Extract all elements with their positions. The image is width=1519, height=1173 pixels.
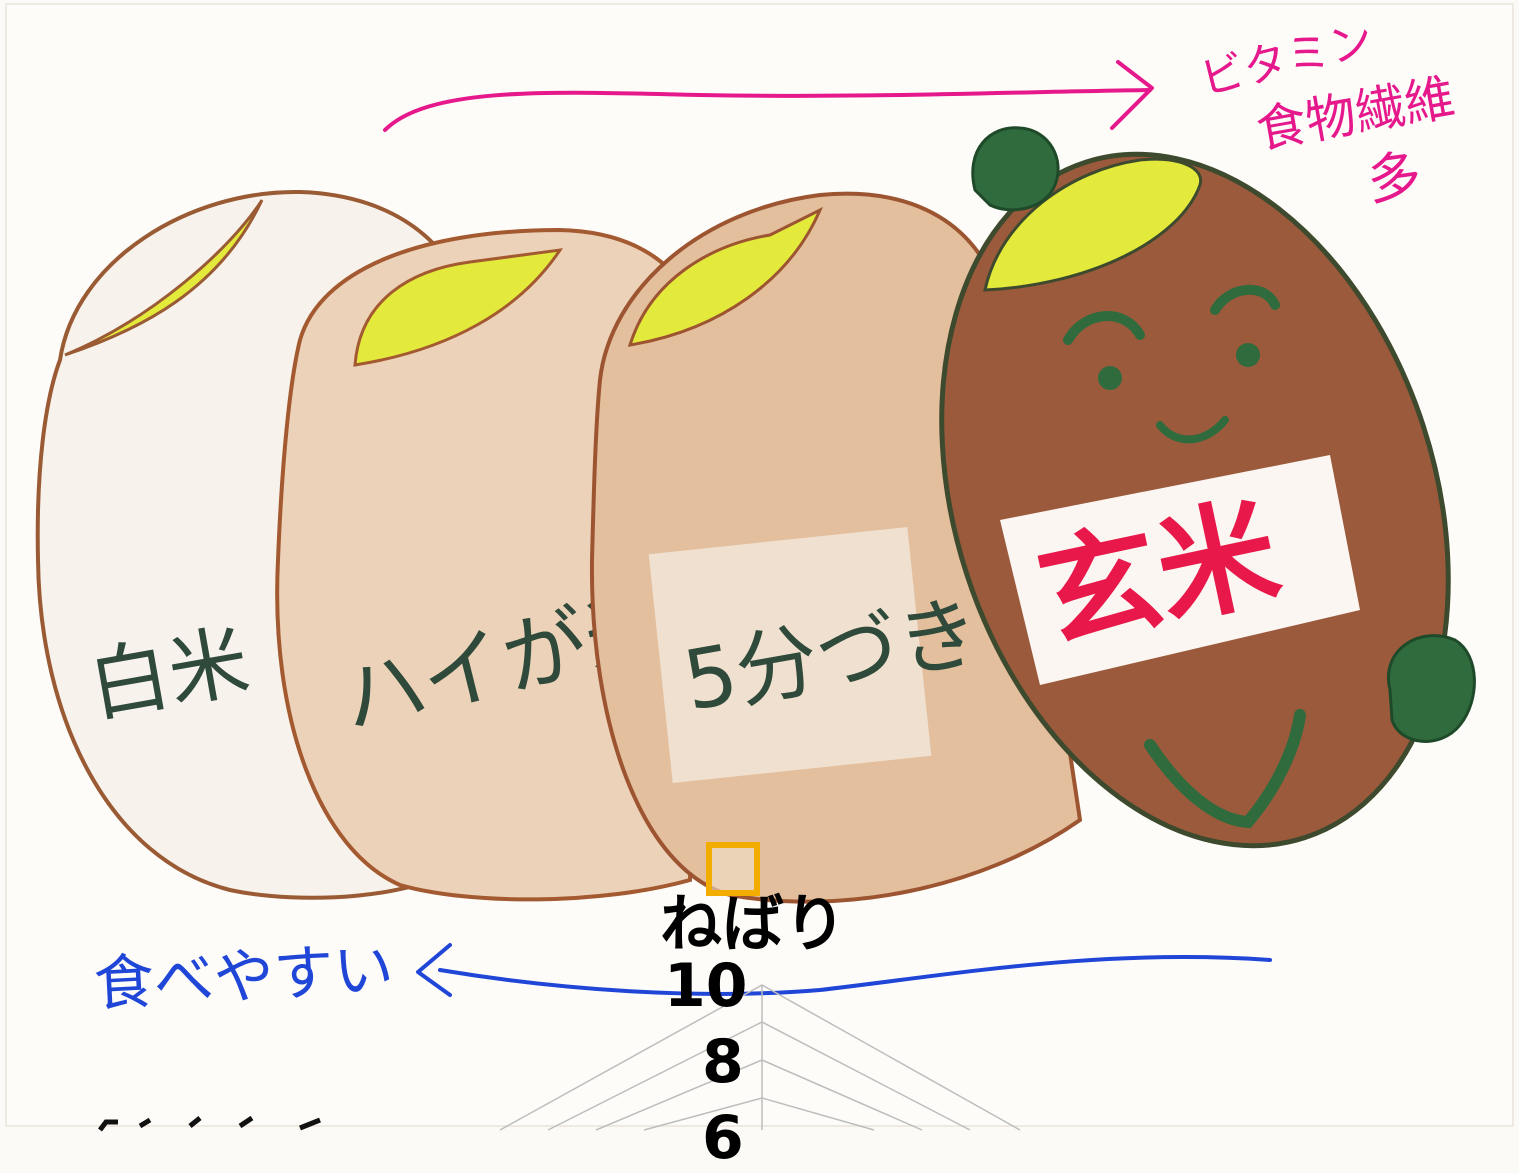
radar-axis-title: ねばり	[660, 887, 847, 960]
illustration-stage: ビタミン 食物繊維 多 白米 ハイが米 5分づき	[5, 3, 1514, 1168]
radar-tick-8: 8	[702, 1027, 744, 1097]
rice-illustration: ビタミン 食物繊維 多 白米 ハイが米 5分づき	[5, 3, 1514, 1132]
clipped-text-fragment	[98, 1115, 321, 1132]
grain-genmai: 玄米	[939, 126, 1476, 849]
radar-tick-6: 6	[702, 1103, 744, 1173]
smiley-face	[1063, 284, 1306, 829]
radar-grid-fragment	[499, 984, 1021, 1131]
leaf-icon	[971, 126, 1060, 212]
leaf-icon	[1387, 634, 1476, 743]
top-arrow-label-3: 多	[1363, 143, 1425, 213]
top-arrow	[383, 60, 1154, 132]
radar-tick-10: 10	[664, 951, 748, 1021]
bottom-arrow	[416, 943, 1272, 997]
bottom-arrow-label: 食べやすい	[92, 934, 395, 1020]
highlight-marker	[706, 842, 760, 896]
